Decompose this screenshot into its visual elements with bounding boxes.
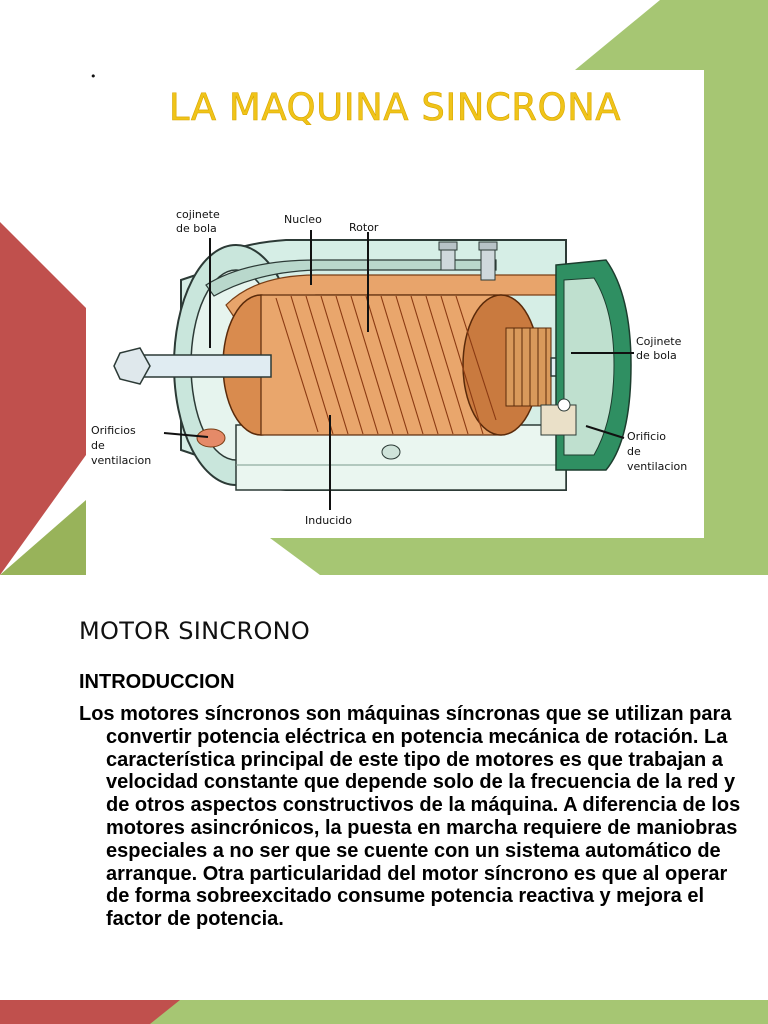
- label-cojinete-bola-right-line2: de bola: [636, 349, 677, 362]
- section-heading: MOTOR SINCRONO: [79, 617, 311, 645]
- label-cojinete-bola-left-line2: de bola: [176, 222, 217, 235]
- label-nucleo: Nucleo: [284, 213, 322, 226]
- footer-green-shape: [150, 1000, 768, 1024]
- dark-green-shape: [0, 500, 86, 575]
- label-cojinete-bola-left-line1: cojinete: [176, 208, 220, 221]
- title-bullet: •: [90, 70, 97, 83]
- bottom-green-band: [270, 538, 704, 575]
- intro-heading: INTRODUCCION: [79, 671, 235, 693]
- intro-paragraph: Los motores síncronos son máquinas síncr…: [79, 703, 741, 931]
- label-cojinete-bola-left: cojinete de bola: [176, 208, 223, 235]
- label-orificio-right-line3: ventilacion: [627, 460, 687, 473]
- label-orificio-right: Orificio de ventilacion: [627, 430, 687, 473]
- figure-title: LA MAQUINA SINCRONA: [169, 86, 621, 129]
- label-orificios-left: Orificios de ventilacion: [91, 424, 151, 467]
- label-cojinete-bola-right-line1: Cojinete: [636, 335, 682, 348]
- motor-illustration: • LA MAQUINA SINCRONA: [86, 70, 704, 538]
- label-orificios-left-line3: ventilacion: [91, 454, 151, 467]
- motor-drawing: [113, 239, 632, 491]
- label-orificio-right-line1: Orificio: [627, 430, 666, 443]
- top-right-green-shape: [575, 0, 768, 575]
- footer-red-shape: [0, 1000, 190, 1024]
- label-orificios-left-line2: de: [91, 439, 105, 452]
- label-orificios-left-line1: Orificios: [91, 424, 136, 437]
- label-rotor: Rotor: [349, 221, 379, 234]
- motor-figure: • LA MAQUINA SINCRONA: [90, 70, 687, 527]
- label-cojinete-bola-right: Cojinete de bola: [636, 335, 685, 362]
- label-orificio-right-line2: de: [627, 445, 641, 458]
- label-inducido: Inducido: [305, 514, 352, 527]
- red-triangle-shape: [0, 222, 86, 575]
